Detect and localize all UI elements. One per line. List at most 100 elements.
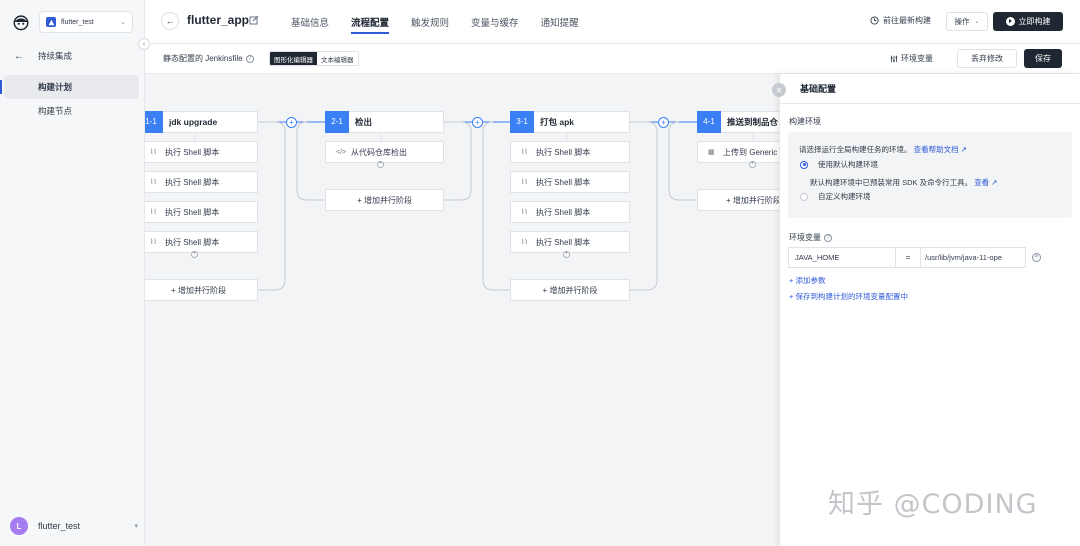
- stage-1-step-4[interactable]: ⌇⌇执行 Shell 脚本: [145, 231, 258, 253]
- step-label: 执行 Shell 脚本: [165, 147, 220, 157]
- discard-changes-button[interactable]: 丢弃修改: [957, 49, 1017, 68]
- help-icon[interactable]: ?: [245, 54, 254, 63]
- radio-default-env[interactable]: 使用默认构建环境: [800, 159, 878, 170]
- step-label: 执行 Shell 脚本: [165, 177, 220, 187]
- chevron-down-icon: ⌄: [120, 19, 126, 26]
- jenkinsfile-text: 静态配置的 Jenkinsfile: [163, 54, 243, 63]
- remove-icon[interactable]: ✕: [1032, 253, 1041, 262]
- default-env-desc: 默认构建环境中已预装常用 SDK 及命令行工具。 查看 ↗: [810, 177, 998, 188]
- env-description: 请选择运行全局构建任务的环境。 查看帮助文档 ↗: [799, 144, 967, 155]
- user-menu[interactable]: L flutter_test ▾: [10, 516, 138, 536]
- default-env-text: 默认构建环境中已预装常用 SDK 及命令行工具。: [810, 178, 973, 187]
- step-label: 上传到 Generic: [723, 147, 778, 157]
- shell-script-icon: ⌇⌇: [150, 149, 157, 156]
- shell-script-icon: ⌇⌇: [521, 149, 528, 156]
- pipeline-canvas[interactable]: 1-1 jdk upgrade ⌇⌇ 执行 Shell 脚本 ⌇⌇ 执行 Shell…: [145, 74, 779, 546]
- tab-basic-info[interactable]: 基础信息: [291, 18, 330, 29]
- tab-notifications[interactable]: 通知提醒: [540, 18, 579, 29]
- stage-3-step-1[interactable]: ⌇⌇执行 Shell 脚本: [510, 141, 630, 163]
- tab-trigger-rules[interactable]: 触发规则: [411, 18, 450, 29]
- graphic-editor-tab[interactable]: 图形化编辑器: [270, 52, 317, 65]
- tab-flow-config[interactable]: 流程配置: [351, 0, 390, 44]
- play-icon: [1005, 17, 1015, 26]
- stage-3-step-2[interactable]: ⌇⌇执行 Shell 脚本: [510, 171, 630, 193]
- sidebar: flutter_test ⌄ ← 持续集成 构建计划 构建节点 L flutte…: [0, 0, 145, 546]
- build-now-button[interactable]: 立即构建: [993, 12, 1063, 31]
- env-var-row: JAVA_HOME = /usr/lib/jvm/java-11-ope ✕: [788, 247, 1041, 268]
- add-stage-button[interactable]: +: [472, 117, 483, 128]
- env-vars-button[interactable]: 环境变量: [890, 53, 933, 64]
- arrow-left-icon: ←: [14, 50, 24, 62]
- project-name: flutter_test: [61, 18, 94, 26]
- stage-number: 2-1: [325, 110, 349, 133]
- step-label: 执行 Shell 脚本: [165, 207, 220, 217]
- radio-custom-env[interactable]: 自定义构建环境: [800, 191, 871, 202]
- view-link[interactable]: 查看: [974, 178, 990, 187]
- stage-2-add-parallel[interactable]: + 增加并行阶段: [325, 189, 444, 211]
- back-to-ci[interactable]: ← 持续集成: [0, 47, 144, 65]
- env-vars-label: 环境变量: [901, 54, 933, 63]
- step-label: 从代码仓库检出: [351, 147, 407, 157]
- stage-3-header[interactable]: 3-1 打包 apk: [510, 110, 630, 133]
- jenkinsfile-label: 静态配置的 Jenkinsfile ?: [163, 53, 254, 64]
- stage-4-step-1[interactable]: ▦上传到 Generic: [697, 141, 779, 163]
- stage-2-header[interactable]: 2-1 检出: [325, 110, 444, 133]
- stage-1-add-parallel[interactable]: + 增加并行阶段: [145, 279, 258, 301]
- chevron-down-icon: ▾: [134, 523, 138, 530]
- edit-icon[interactable]: [249, 15, 259, 25]
- stage-1-header[interactable]: 1-1 jdk upgrade: [145, 110, 258, 133]
- stage-4-header[interactable]: 4-1 推送到制品仓: [697, 110, 779, 133]
- save-to-plan-link[interactable]: + 保存到构建计划的环境变量配置中: [789, 292, 908, 301]
- collapse-sidebar-button[interactable]: ‹: [138, 38, 150, 50]
- watermark: 知乎 @CODING: [828, 489, 1038, 520]
- stage-number: 4-1: [697, 110, 721, 133]
- env-vars-title: 环境变量 ?: [789, 232, 832, 243]
- header: ← flutter_app 基础信息 流程配置 触发规则 变量与缓存 通知提醒 …: [145, 0, 1080, 44]
- stage-3-add-parallel[interactable]: + 增加并行阶段: [510, 279, 630, 301]
- page-title: flutter_app: [187, 13, 250, 27]
- stage-number: 3-1: [510, 110, 534, 133]
- sliders-icon: [890, 55, 898, 62]
- add-step-button[interactable]: +: [191, 251, 198, 258]
- back-button[interactable]: ←: [161, 12, 179, 30]
- tab-vars-cache[interactable]: 变量与缓存: [471, 18, 519, 29]
- add-step-button[interactable]: +: [377, 161, 384, 168]
- radio-unselected-icon: [800, 192, 808, 201]
- stage-title: jdk upgrade: [169, 117, 218, 127]
- stage-1-step-1[interactable]: ⌇⌇ 执行 Shell 脚本: [145, 141, 258, 163]
- stage-3-step-3[interactable]: ⌇⌇执行 Shell 脚本: [510, 201, 630, 223]
- operations-dropdown[interactable]: 操作 ⌄: [946, 12, 988, 31]
- save-button[interactable]: 保存: [1024, 49, 1062, 68]
- sidebar-item-build-plans[interactable]: 构建计划: [0, 75, 139, 99]
- coding-logo-icon[interactable]: [12, 13, 30, 31]
- stage-title: 推送到制品仓: [727, 117, 779, 127]
- stage-1-step-3[interactable]: ⌇⌇ 执行 Shell 脚本: [145, 201, 258, 223]
- panel-title: 基础配置: [780, 74, 1080, 104]
- stage-4-add-parallel[interactable]: + 增加并行阶段: [697, 189, 779, 211]
- text-editor-tab[interactable]: 文本编辑器: [321, 56, 354, 64]
- sidebar-item-build-nodes[interactable]: 构建节点: [38, 106, 73, 116]
- env-desc-text: 请选择运行全局构建任务的环境。: [799, 145, 912, 154]
- add-stage-button[interactable]: +: [286, 117, 297, 128]
- add-param-link[interactable]: + 添加参数: [789, 276, 826, 285]
- env-var-value-input[interactable]: /usr/lib/jvm/java-11-ope: [920, 247, 1026, 268]
- goto-latest-label: 前往最新构建: [883, 16, 931, 25]
- add-step-button[interactable]: +: [749, 161, 756, 168]
- add-stage-button[interactable]: +: [658, 117, 669, 128]
- close-icon[interactable]: ✕: [772, 83, 786, 97]
- radio-selected-icon: [800, 160, 808, 169]
- stage-2-step-1[interactable]: </>从代码仓库检出: [325, 141, 444, 163]
- project-selector[interactable]: flutter_test ⌄: [39, 11, 133, 33]
- external-link-icon: ↗: [960, 145, 967, 154]
- shell-script-icon: ⌇⌇: [150, 209, 157, 216]
- env-var-key-input[interactable]: JAVA_HOME: [788, 247, 896, 268]
- radio-label: 使用默认构建环境: [818, 160, 878, 169]
- stage-3-step-4[interactable]: ⌇⌇执行 Shell 脚本: [510, 231, 630, 253]
- help-doc-link[interactable]: 查看帮助文档: [913, 145, 959, 154]
- stage-1-step-2[interactable]: ⌇⌇执行 Shell 脚本: [145, 171, 258, 193]
- goto-latest-build-link[interactable]: 前往最新构建: [870, 15, 931, 26]
- shell-script-icon: ⌇⌇: [150, 239, 157, 246]
- editor-mode-toggle: 图形化编辑器 文本编辑器: [269, 51, 359, 66]
- help-icon[interactable]: ?: [824, 233, 832, 242]
- add-step-button[interactable]: +: [563, 251, 570, 258]
